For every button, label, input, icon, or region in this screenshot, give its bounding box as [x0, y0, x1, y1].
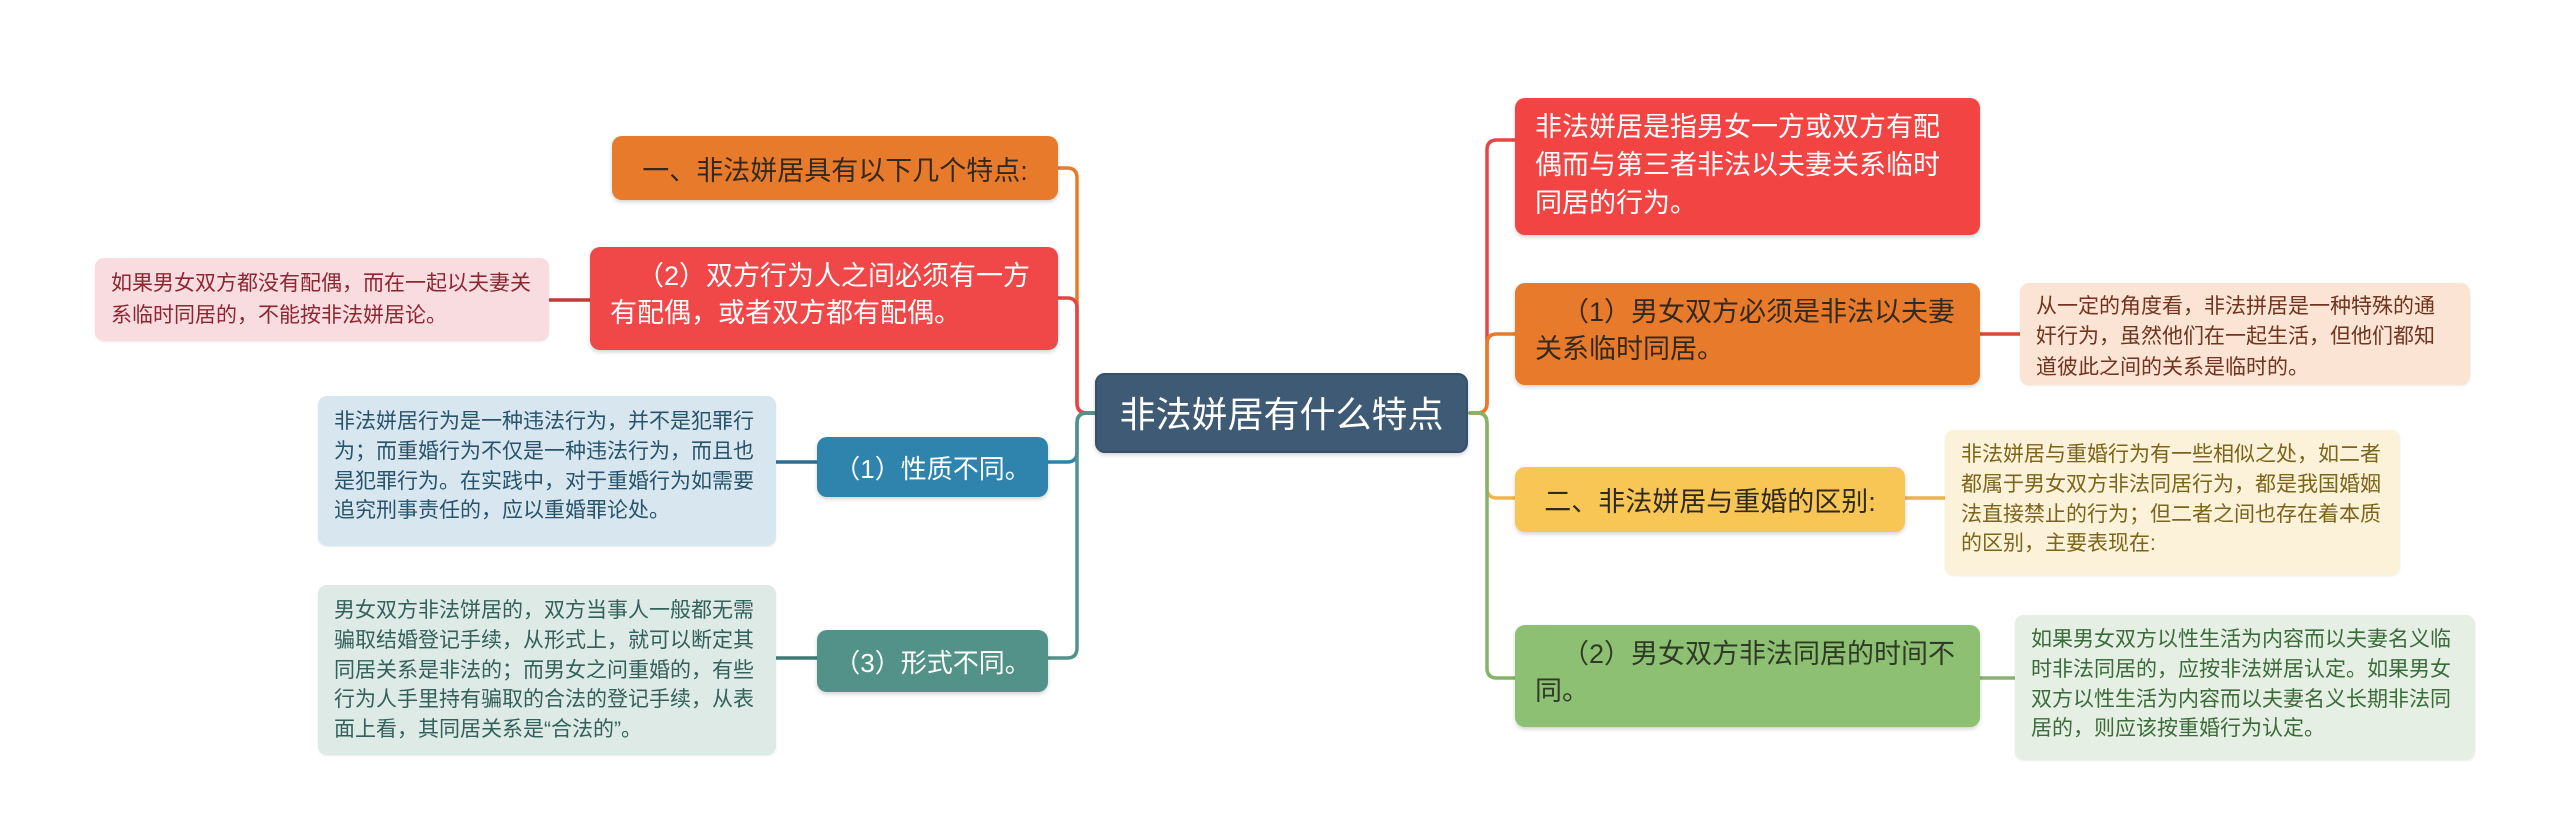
connector-right-green — [1468, 411, 1517, 680]
connector-right-orange — [1468, 332, 1517, 415]
right-diff-header-note[interactable]: 非法姘居与重婚行为有一些相似之处，如二者都属于男女双方非法同居行为，都是我国婚姻… — [1945, 430, 2400, 575]
connector-left-red — [1056, 296, 1097, 415]
left-diff1-node[interactable]: （1）性质不同。 — [817, 437, 1048, 497]
right-point1-note[interactable]: 从一定的角度看，非法拼居是一种特殊的通奸行为，虽然他们在一起生活，但他们都知道彼… — [2020, 283, 2470, 385]
connector-right-red — [1468, 138, 1517, 415]
connector-left-teal — [1046, 411, 1097, 660]
left-point2-note[interactable]: 如果男女双方都没有配偶，而在一起以夫妻关系临时同居的，不能按非法姘居论。 — [95, 258, 549, 341]
right-diff2-node[interactable]: （2）男女双方非法同居的时间不同。 — [1515, 625, 1980, 727]
right-definition-node[interactable]: 非法姘居是指男女一方或双方有配偶而与第三者非法以夫妻关系临时同居的行为。 — [1515, 98, 1980, 235]
left-points-header[interactable]: 一、非法姘居具有以下几个特点: — [612, 136, 1058, 200]
central-topic[interactable]: 非法姘居有什么特点 — [1095, 373, 1468, 453]
left-diff1-note[interactable]: 非法姘居行为是一种违法行为，并不是犯罪行为；而重婚行为不仅是一种违法行为，而且也… — [318, 396, 776, 546]
left-diff3-node[interactable]: （3）形式不同。 — [817, 630, 1048, 692]
right-point1-node[interactable]: （1）男女双方必须是非法以夫妻关系临时同居。 — [1515, 283, 1980, 385]
connector-left-blue — [1046, 411, 1097, 464]
connector-right-yellow — [1468, 411, 1517, 500]
left-point2-node[interactable]: （2）双方行为人之间必须有一方有配偶，或者双方都有配偶。 — [590, 247, 1058, 350]
left-diff3-note[interactable]: 男女双方非法饼居的，双方当事人一般都无需骗取结婚登记手续，从形式上，就可以断定其… — [318, 585, 776, 755]
right-diff-header[interactable]: 二、非法姘居与重婚的区别: — [1515, 467, 1905, 532]
right-diff2-note[interactable]: 如果男女双方以性生活为内容而以夫妻名义临时非法同居的，应按非法姘居认定。如果男女… — [2015, 615, 2475, 760]
